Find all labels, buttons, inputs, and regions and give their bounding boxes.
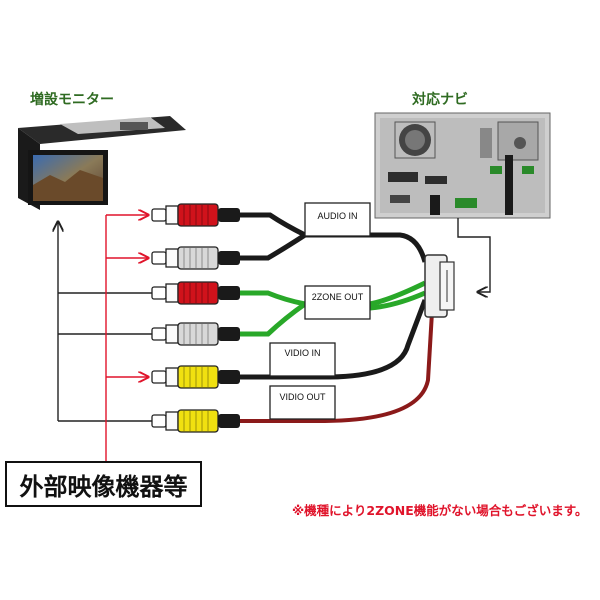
rca-plug-white bbox=[151, 246, 240, 270]
label-video-out-text: VIDIO OUT bbox=[279, 392, 326, 402]
input-arrows bbox=[105, 215, 148, 462]
2zone-out-wires bbox=[240, 280, 427, 337]
label-audio-in: AUDIO IN bbox=[304, 202, 371, 237]
navi-header: 対応ナビ bbox=[411, 91, 468, 108]
compatibility-note: ※機種により2ZONE機能がない場合もございます。 bbox=[292, 503, 588, 518]
label-video-in-text: VIDIO IN bbox=[284, 348, 320, 358]
navi-link-arrow bbox=[457, 218, 491, 292]
label-audio-in-text: AUDIO IN bbox=[317, 211, 357, 221]
rca-plugs bbox=[151, 203, 240, 433]
navi-unit-image bbox=[374, 112, 551, 219]
video-out-wire bbox=[240, 311, 434, 423]
rca-plug-white bbox=[151, 322, 240, 346]
label-video-out: VIDIO OUT bbox=[269, 385, 336, 420]
video-in-wire bbox=[240, 299, 428, 380]
label-2zone-out: 2ZONE OUT bbox=[304, 285, 371, 320]
rca-plug-red bbox=[151, 281, 240, 305]
audio-in-wires bbox=[240, 212, 428, 263]
label-2zone-out-text: 2ZONE OUT bbox=[312, 292, 364, 302]
overhead-monitor-image bbox=[18, 116, 186, 210]
rca-plug-yellow bbox=[151, 365, 240, 389]
rca-plug-yellow bbox=[151, 409, 240, 433]
rca-plug-red bbox=[151, 203, 240, 227]
label-video-in: VIDIO IN bbox=[269, 342, 336, 377]
navi-connector bbox=[424, 254, 455, 318]
monitor-header: 増設モニター bbox=[30, 91, 114, 108]
external-devices-label: 外部映像機器等 bbox=[5, 461, 202, 507]
